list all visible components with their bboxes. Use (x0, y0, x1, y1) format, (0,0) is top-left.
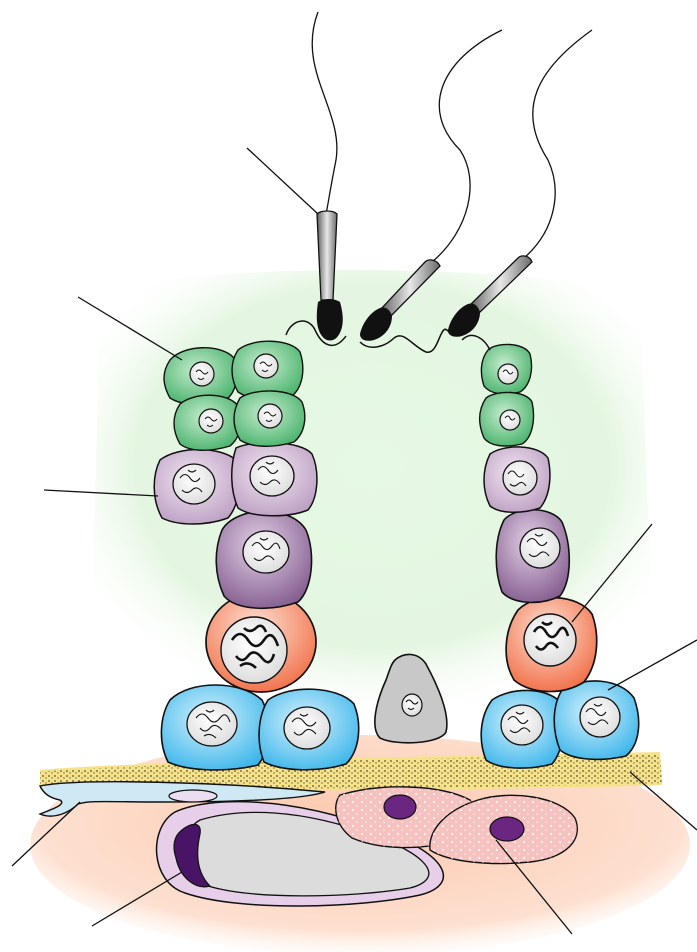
leydig-nucleus (490, 817, 524, 841)
leydig-nucleus (384, 795, 416, 819)
myoid-nucleus (169, 790, 217, 802)
primary-spermatocyte-left (216, 511, 311, 608)
spermatogonium-group-left (161, 685, 358, 770)
primary-spermatocyte-right (496, 510, 569, 603)
dividing-spermatocyte-right (506, 598, 597, 692)
secondary-spermatocyte-right (484, 447, 550, 512)
leader-line-spermatozoon (247, 148, 318, 214)
